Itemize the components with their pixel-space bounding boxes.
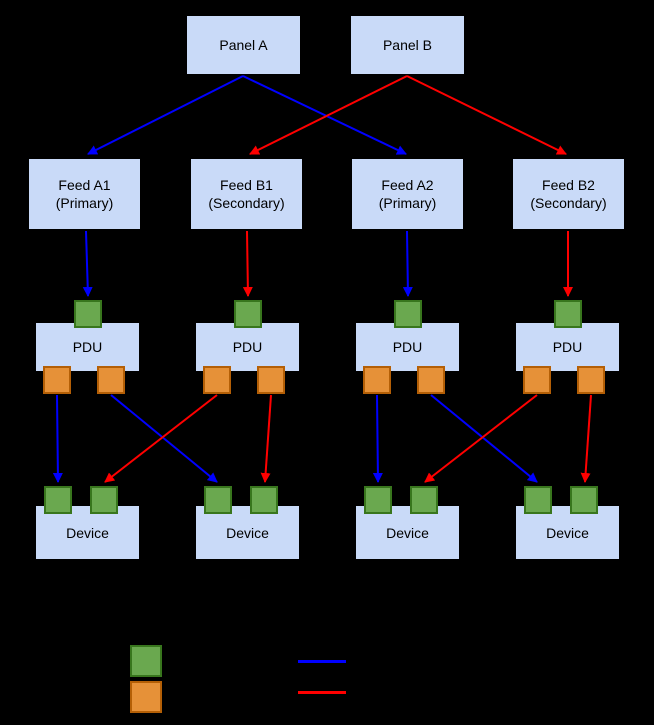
device-3-label: Device bbox=[386, 524, 429, 541]
pdu-2-output-port-left bbox=[203, 366, 231, 394]
wire-panel-b-feed-b2 bbox=[406, 75, 567, 155]
pdu-1-label: PDU bbox=[72, 339, 103, 355]
device-1-label: Device bbox=[66, 524, 109, 541]
legend-output-swatch bbox=[130, 681, 162, 713]
legend-primary-line bbox=[298, 660, 346, 663]
pdu-3-label: PDU bbox=[392, 339, 423, 355]
feed-b1-box: Feed B1 (Secondary) bbox=[190, 158, 303, 230]
feed-b2-sublabel: (Secondary) bbox=[530, 195, 607, 211]
feed-a2-sublabel: (Primary) bbox=[378, 195, 437, 211]
pdu-3-box: PDU bbox=[355, 322, 460, 372]
pdu-2-output-port-right bbox=[257, 366, 285, 394]
pdu-2-input-port bbox=[234, 300, 262, 328]
device-1-input-port-right bbox=[90, 486, 118, 514]
panel-a-label: Panel A bbox=[219, 37, 268, 53]
pdu-1-output-port-right bbox=[97, 366, 125, 394]
wire-pdu-2-device-2 bbox=[260, 394, 272, 483]
wire-pdu-2-device-1 bbox=[104, 394, 218, 483]
panel-b-label: Panel B bbox=[382, 37, 433, 53]
pdu-3-output-port-left bbox=[363, 366, 391, 394]
device-3-input-port-left bbox=[364, 486, 392, 514]
device-1-box: Device bbox=[35, 505, 140, 560]
wire-pdu-4-device-4 bbox=[580, 394, 592, 483]
device-3-input-port-right bbox=[410, 486, 438, 514]
wire-feed-a2-pdu-3 bbox=[402, 230, 413, 297]
feed-b1-sublabel: (Secondary) bbox=[208, 195, 285, 211]
wire-panel-a-feed-a1 bbox=[87, 75, 244, 155]
device-3-box: Device bbox=[355, 505, 460, 560]
feed-b2-label: Feed B2 bbox=[542, 177, 595, 193]
feed-a2-box: Feed A2 (Primary) bbox=[351, 158, 464, 230]
feed-a1-sublabel: (Primary) bbox=[55, 195, 114, 211]
device-4-input-port-left bbox=[524, 486, 552, 514]
wire-pdu-1-device-2 bbox=[110, 394, 218, 483]
pdu-1-output-port-left bbox=[43, 366, 71, 394]
feed-a2-label: Feed A2 bbox=[381, 177, 434, 193]
wire-pdu-3-device-3 bbox=[372, 394, 383, 483]
device-4-box: Device bbox=[515, 505, 620, 560]
feed-a1-box: Feed A1 (Primary) bbox=[28, 158, 141, 230]
wire-pdu-4-device-3 bbox=[424, 394, 538, 483]
pdu-4-output-port-left bbox=[523, 366, 551, 394]
legend-input-swatch bbox=[130, 645, 162, 677]
panel-a-box: Panel A bbox=[186, 15, 301, 75]
pdu-1-box: PDU bbox=[35, 322, 140, 372]
pdu-4-input-port bbox=[554, 300, 582, 328]
device-2-box: Device bbox=[195, 505, 300, 560]
device-2-label: Device bbox=[226, 524, 269, 541]
feed-a1-label: Feed A1 bbox=[58, 177, 111, 193]
pdu-3-output-port-right bbox=[417, 366, 445, 394]
panel-b-box: Panel B bbox=[350, 15, 465, 75]
feed-b1-label: Feed B1 bbox=[220, 177, 273, 193]
pdu-3-input-port bbox=[394, 300, 422, 328]
pdu-4-label: PDU bbox=[552, 339, 583, 355]
pdu-4-box: PDU bbox=[515, 322, 620, 372]
pdu-2-box: PDU bbox=[195, 322, 300, 372]
device-2-input-port-left bbox=[204, 486, 232, 514]
wire-pdu-1-device-1 bbox=[52, 394, 63, 483]
wire-pdu-3-device-4 bbox=[430, 394, 538, 483]
legend-secondary-line bbox=[298, 691, 346, 694]
device-2-input-port-right bbox=[250, 486, 278, 514]
pdu-4-output-port-right bbox=[577, 366, 605, 394]
wire-feed-b1-pdu-2 bbox=[242, 230, 253, 297]
device-4-input-port-right bbox=[570, 486, 598, 514]
device-1-input-port-left bbox=[44, 486, 72, 514]
wire-panel-b-feed-b1 bbox=[249, 75, 408, 155]
pdu-1-input-port bbox=[74, 300, 102, 328]
device-4-label: Device bbox=[546, 524, 589, 541]
wire-feed-a1-pdu-1 bbox=[82, 230, 93, 297]
wire-panel-a-feed-a2 bbox=[242, 75, 407, 155]
pdu-2-label: PDU bbox=[232, 339, 263, 355]
feed-b2-box: Feed B2 (Secondary) bbox=[512, 158, 625, 230]
